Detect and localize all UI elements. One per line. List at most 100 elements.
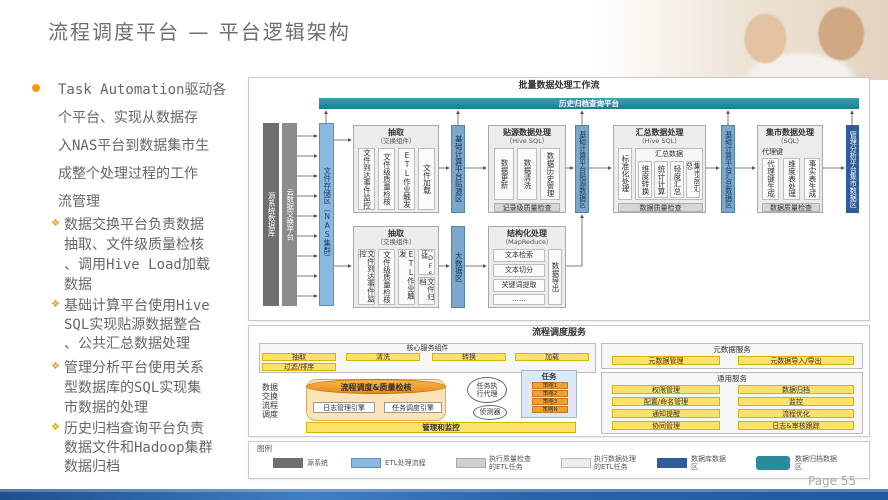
process-step: …… xyxy=(493,294,545,305)
process-step: 数据更新 xyxy=(494,148,514,200)
core-item: 加载 xyxy=(515,353,589,361)
workflow-title: 批量数据处理工作流 xyxy=(518,81,600,91)
sub-bullet-line: 数据归档 xyxy=(64,459,120,475)
engine-title: 流程调度&质量检核 xyxy=(306,379,446,394)
mart-zone-label: 管理分析平台集市数据区 xyxy=(849,130,858,208)
common-item: 监控 xyxy=(738,397,854,406)
sub-bullet-line: 数据 xyxy=(64,277,92,293)
process-step: 统计计算 xyxy=(654,161,668,198)
process-step: 集市层汇总 xyxy=(686,161,700,198)
process-step: 数据导出 xyxy=(548,249,562,305)
process-step: ETL作业触发 xyxy=(398,249,415,305)
group-subtitle: （Hive SQL） xyxy=(505,137,549,145)
mapreduce-group: 结构化处理 （MapReduce） 文本检索 文本切分 关键词提取 …… 数据导… xyxy=(488,226,566,308)
sub-bullet-line: 、公共汇总数据处理 xyxy=(64,336,190,352)
step-label: HDFS存储 xyxy=(419,249,435,275)
process-step: 文件加载 xyxy=(418,148,435,210)
footer-band xyxy=(0,489,888,500)
scheduler-title: 流程调度服务 xyxy=(531,328,586,338)
legend-swatch-processing xyxy=(561,458,591,468)
sub-bullet-line: 抽取、文件级质量检核 xyxy=(64,237,204,253)
extract-group-upper: 抽取 （交换组件） 文件到达事件监控 文件级质量检核 ETL作业触发 文件加载 xyxy=(353,125,439,213)
process-step: 关键词提取 xyxy=(493,279,545,292)
task-item: 策略2 xyxy=(532,390,568,397)
legend-swatch-source xyxy=(273,458,303,468)
diamond-bullet-icon: ❖ xyxy=(51,218,60,229)
task-engine-box: 任务调度引擎 xyxy=(384,402,442,413)
process-step: 文件级质量检核 xyxy=(378,148,395,210)
core-item: 转换 xyxy=(432,353,506,361)
scheduler-panel: 流程调度服务 核心服务组件 抽取 清洗 转换 加载 过滤/排序 数据交换流程调度… xyxy=(248,325,870,437)
inner-title: 代理键 xyxy=(762,148,783,156)
legend-label: 数据归档数据区 xyxy=(795,455,837,471)
group-title: 贴源数据处理 xyxy=(503,128,551,137)
legend-panel: 图例 源系统 ETL处理流程 执行质量检查的ETL任务 执行数据处理的ETL任务… xyxy=(248,441,870,479)
core-components-title: 核心服务组件 xyxy=(406,344,449,352)
sub-bullet-line: 历史归档查询平台负责 xyxy=(64,421,204,437)
step-label: ETL作业触发 xyxy=(398,250,415,300)
flow-arrow xyxy=(566,214,584,267)
process-step: 标准化处理 xyxy=(618,148,632,200)
sub-bullet-line: 、调用Hive Load加载 xyxy=(64,257,210,273)
process-step: 文件级质量检核 xyxy=(378,249,395,305)
legend-title: 图例 xyxy=(257,444,272,453)
legend-label: 源系统 xyxy=(307,459,328,467)
header-photo xyxy=(596,0,888,80)
process-step: 文件到达事件监控 xyxy=(358,249,375,305)
step-label: 代理键生成 xyxy=(766,160,776,198)
source-db-label: 源系统数据库 xyxy=(267,192,277,237)
task-agent-node: 任务执行代理 xyxy=(467,377,507,403)
intro-line: 入NAS平台到数据集市生 xyxy=(58,138,210,154)
legend-swatch-database xyxy=(657,458,687,468)
process-step: 文件归档 xyxy=(418,277,435,305)
flow-arrows xyxy=(297,110,854,298)
process-step: 数据清洗 xyxy=(517,148,537,200)
step-label: 文件级质量检核 xyxy=(382,152,392,206)
legend-swatch-quality xyxy=(456,458,486,468)
step-label: 数据历史管理 xyxy=(546,151,555,197)
summary-zone-label: 基础计算平台汇总数据区 xyxy=(724,130,733,208)
workflow-panel: 批量数据处理工作流 xyxy=(248,77,870,321)
summary-zone-bar: 基础计算平台汇总数据区 xyxy=(721,125,735,213)
step-label: 文件到达事件监控 xyxy=(362,149,372,209)
process-step: 数据历史管理 xyxy=(540,148,560,200)
sub-bullet-line: 市数据的处理 xyxy=(64,400,148,416)
core-components-box: 核心服务组件 抽取 清洗 转换 加载 过滤/排序 xyxy=(259,343,596,373)
sub-bullet-line: 型数据库的SQL实现集 xyxy=(64,380,202,396)
step-label: 轻度汇总 xyxy=(673,164,682,195)
page-number: Page 55 xyxy=(808,474,857,488)
task-item: 策略3 xyxy=(532,398,568,405)
sub-bullet-line: 数据文件和Hadoop集群 xyxy=(64,440,213,456)
process-step: 维度转换 xyxy=(638,161,652,198)
metadata-title: 元数据服务 xyxy=(713,345,751,354)
nas-storage-label: 文件存储区（NAS集群） xyxy=(322,167,332,262)
group-title: 汇总数据处理 xyxy=(635,128,684,137)
intro-line: 成整个处理过程的工作 xyxy=(58,166,198,182)
group-title: 结构化处理 xyxy=(507,229,547,238)
detector-node: 侦测器 xyxy=(473,405,507,420)
legend-label: 执行数据处理的ETL任务 xyxy=(594,455,636,471)
step-label: ETL作业触发 xyxy=(402,150,412,208)
step-label: 维度表处理 xyxy=(787,160,797,198)
staging-data-zone-bar: 基础计算平台贴源数据区 xyxy=(575,125,589,213)
process-step: 代理键生成 xyxy=(762,158,779,200)
tasks-panel: 任务 策略1 策略2 策略3 策略N xyxy=(521,370,577,418)
common-title: 通用服务 xyxy=(717,374,747,383)
intro-line: Task Automation驱动各 xyxy=(58,82,227,98)
staging-processing-group: 贴源数据处理 （Hive SQL） 数据更新 数据清洗 数据历史管理 记录级质量… xyxy=(488,125,566,213)
group-title: 集市数据处理 xyxy=(766,128,814,137)
sub-bullet-line: 基础计算平台使用Hive xyxy=(64,298,210,314)
mart-processing-group: 集市数据处理 （SQL） 代理键 代理键生成 维度表处理 事实表生成 数据质量检… xyxy=(757,125,823,213)
group-subtitle: （Hive SQL） xyxy=(638,137,681,145)
legend-swatch-etl xyxy=(351,458,381,468)
summary-inner-box: 汇总数据 维度转换 统计计算 轻度汇总 集市层汇总 xyxy=(635,148,703,200)
step-label: 数据更新 xyxy=(500,159,509,189)
process-step: 轻度汇总 xyxy=(670,161,684,198)
common-item: 协同管理 xyxy=(612,421,720,430)
process-step: 维度表处理 xyxy=(783,158,800,200)
step-label: 统计计算 xyxy=(657,164,666,195)
quality-check-strip: 数据质量检查 xyxy=(618,203,703,212)
task-item: 策略1 xyxy=(532,382,568,389)
process-step: 事实表生成 xyxy=(804,158,820,200)
bigdata-zone-bar: 大数据区 xyxy=(451,226,465,308)
